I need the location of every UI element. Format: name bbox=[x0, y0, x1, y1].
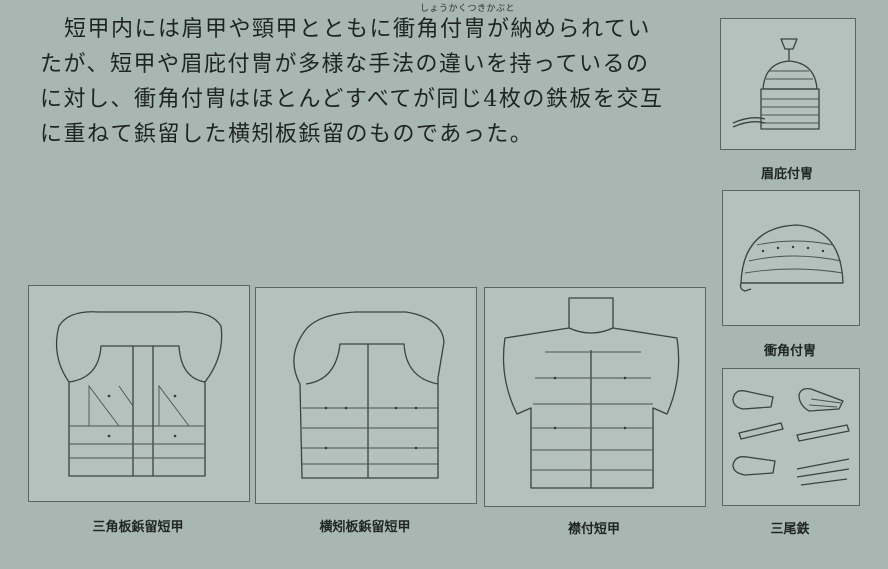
paragraph-line: に対し、衝角付冑はほとんどすべてが同じ4枚の鉄板を交互 bbox=[40, 87, 664, 112]
caption-sanbitetsu: 三尾鉄 bbox=[770, 522, 810, 537]
yokohagi-armor-figure bbox=[255, 287, 477, 504]
caption-eritsuki: 襟付短甲 bbox=[567, 522, 620, 537]
paragraph-line: 短甲内には肩甲や頸甲とともに衝角付冑が納められてい bbox=[64, 17, 651, 42]
eritsuki-armor-figure bbox=[484, 287, 706, 507]
sankaku-armor-drawing bbox=[55, 311, 223, 477]
sanbitetsu-figure bbox=[722, 368, 860, 506]
sanbitetsu-drawing bbox=[732, 387, 850, 486]
shokaku-helmet-figure bbox=[722, 190, 860, 326]
shokaku-helmet-drawing bbox=[739, 224, 844, 292]
ruby-annotation: しょうかくつきかぶと bbox=[420, 4, 516, 14]
caption-sankaku: 三角板鋲留短甲 bbox=[92, 520, 184, 535]
caption-mabisashi: 眉庇付冑 bbox=[760, 167, 813, 182]
eritsuki-armor-drawing bbox=[502, 297, 680, 489]
mabisashi-helmet-figure bbox=[720, 18, 856, 150]
paragraph-line: に重ねて鋲留した横矧板鋲留のものであった。 bbox=[40, 122, 534, 147]
yokohagi-armor-drawing bbox=[293, 311, 445, 479]
caption-yokohagi: 横矧板鋲留短甲 bbox=[319, 520, 411, 535]
paragraph-line: たが、短甲や眉庇付冑が多様な手法の違いを持っているの bbox=[40, 52, 650, 77]
sankaku-armor-figure bbox=[28, 285, 250, 502]
body-paragraph: 短甲内には肩甲や頸甲とともに衝角付冑が納められてい たが、短甲や眉庇付冑が多様な… bbox=[40, 12, 700, 152]
caption-shokaku: 衝角付冑 bbox=[763, 344, 816, 359]
mabisashi-helmet-drawing bbox=[732, 38, 820, 130]
